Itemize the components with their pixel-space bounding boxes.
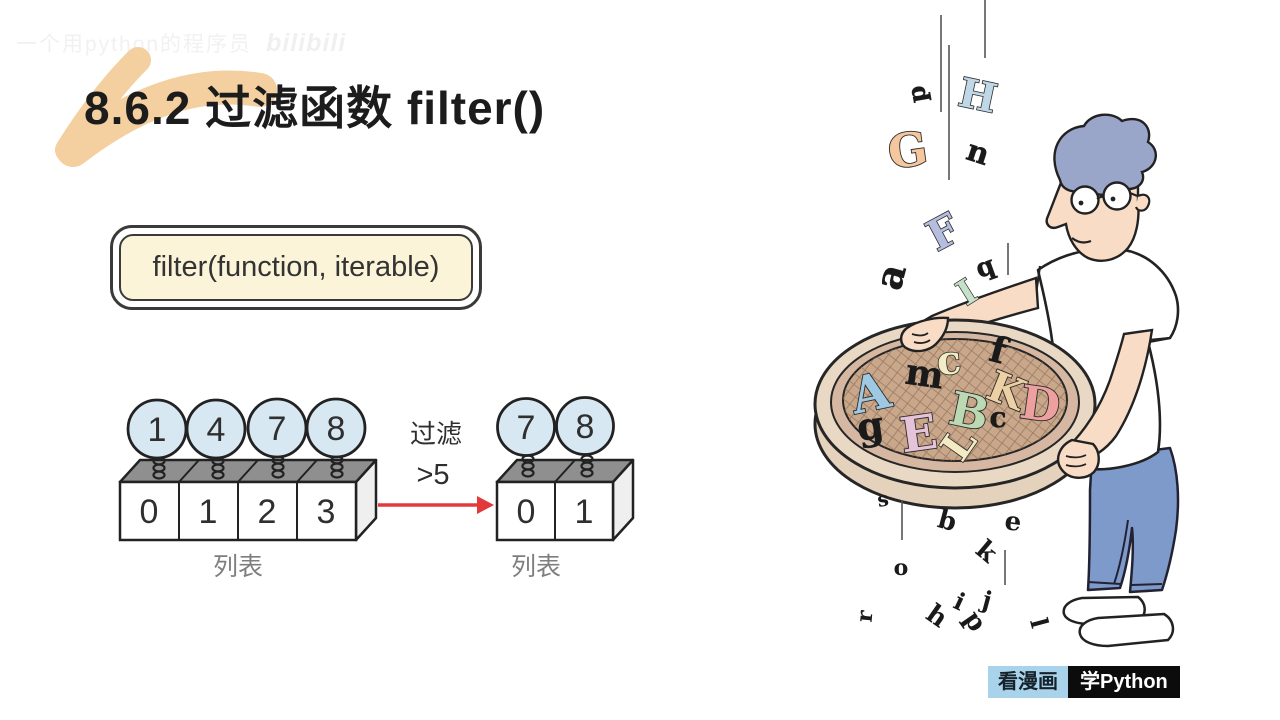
title-brush-stroke [55, 47, 277, 167]
index-text: 0 [140, 493, 159, 531]
value-text: 8 [576, 408, 595, 446]
watermark-username: 一个用python的程序员 [16, 33, 253, 56]
value-balloon [555, 396, 615, 456]
jeans [1086, 446, 1180, 594]
value-text: 8 [327, 410, 346, 448]
sieve-mesh-grid [843, 339, 1067, 461]
value-balloon [185, 398, 247, 460]
springs [521, 454, 594, 478]
falling-letter: e [1003, 506, 1024, 538]
sieve-letter: D [1017, 375, 1064, 434]
falling-letter: j [977, 584, 995, 615]
value-balloon [305, 397, 367, 459]
spring [330, 455, 344, 479]
ear [1134, 193, 1151, 212]
eye [1078, 200, 1084, 206]
box-top-dividers [178, 459, 318, 483]
hair [1053, 113, 1157, 197]
badge-left-label: 看漫画 [988, 666, 1068, 698]
falling-letters-below: s b e k o r h i p j l [852, 486, 1055, 637]
watermark: 一个用python的程序员 bilibili [16, 28, 346, 58]
index-text: 3 [317, 493, 336, 531]
falling-letter: s [875, 486, 890, 512]
right-hand [1057, 438, 1100, 479]
right-hand-fingers [1065, 454, 1087, 468]
jeans-seams [1087, 519, 1163, 586]
page-title: 8.6.2 过滤函数 filter() [84, 82, 546, 134]
sieve-letter: g [854, 402, 887, 450]
sieve-letter: m [903, 351, 947, 398]
index-text: 0 [517, 493, 536, 531]
falling-letter: n [962, 133, 994, 173]
sieve-letter: E [897, 404, 941, 465]
value-text: 1 [148, 411, 167, 449]
man-figure [919, 113, 1180, 648]
bilibili-logo: bilibili [266, 29, 347, 57]
sieve: A m c f E B K c L D g [813, 318, 1097, 510]
falling-letter: b [934, 504, 959, 538]
value-text: 7 [517, 409, 536, 447]
falling-letter: k [970, 535, 1004, 570]
box-front-dividers [178, 482, 298, 540]
falling-letter: p [901, 84, 932, 106]
value-text: 4 [207, 411, 226, 449]
sieve-letter: c [989, 401, 1006, 434]
operation-label: 过滤 [410, 419, 462, 449]
falling-letter: G [885, 121, 931, 180]
falling-letter: r [852, 609, 879, 623]
operation-condition: >5 [416, 459, 449, 491]
falling-letter: l [1024, 615, 1054, 631]
falling-letter: q [972, 250, 999, 284]
output-list: 7 8 0 1 列表 [495, 396, 635, 581]
glasses-left-lens [1070, 185, 1100, 215]
hands: I [899, 271, 1154, 479]
falling-letter: H [954, 69, 1001, 123]
falling-letter: i [949, 586, 970, 616]
syntax-box: filter(function, iterable) [110, 225, 482, 310]
value-text: 7 [268, 410, 287, 448]
series-badge: 看漫画 学Python [988, 666, 1180, 698]
index-text: 2 [258, 493, 277, 531]
falling-letter: a [865, 259, 915, 294]
value-balloon [496, 397, 556, 457]
smile [1071, 237, 1092, 244]
motion-lines-below [901, 500, 1006, 585]
filter-arrow-head [477, 496, 494, 514]
input-list: 1 4 7 8 0 1 2 3 列表 [118, 397, 378, 581]
syntax-text: filter(function, iterable) [119, 234, 473, 301]
motion-lines-top [940, 0, 1009, 275]
sieve-illustration: p H G n F a q [813, 0, 1180, 648]
sieve-letter: c [935, 336, 963, 385]
box-top-dividers [554, 459, 576, 483]
glasses-right-lens [1102, 181, 1132, 211]
falling-letter: o [894, 555, 909, 581]
falling-letters-above: p H G n F a q [865, 68, 1002, 294]
brush-swoosh-2 [55, 47, 151, 163]
left-hand-fingers [911, 332, 931, 344]
falling-letter: F [919, 203, 968, 260]
brush-swoosh-1 [56, 70, 277, 167]
list-label: 列表 [511, 553, 561, 581]
badge-right-label: 学Python [1068, 666, 1180, 698]
filter-operation: 过滤 >5 [378, 419, 494, 514]
index-text: 1 [199, 493, 218, 531]
index-text: 1 [575, 493, 594, 531]
eye [1110, 196, 1116, 202]
shoe [1078, 612, 1175, 648]
falling-letter: h [920, 599, 953, 634]
list-label: 列表 [213, 553, 263, 581]
